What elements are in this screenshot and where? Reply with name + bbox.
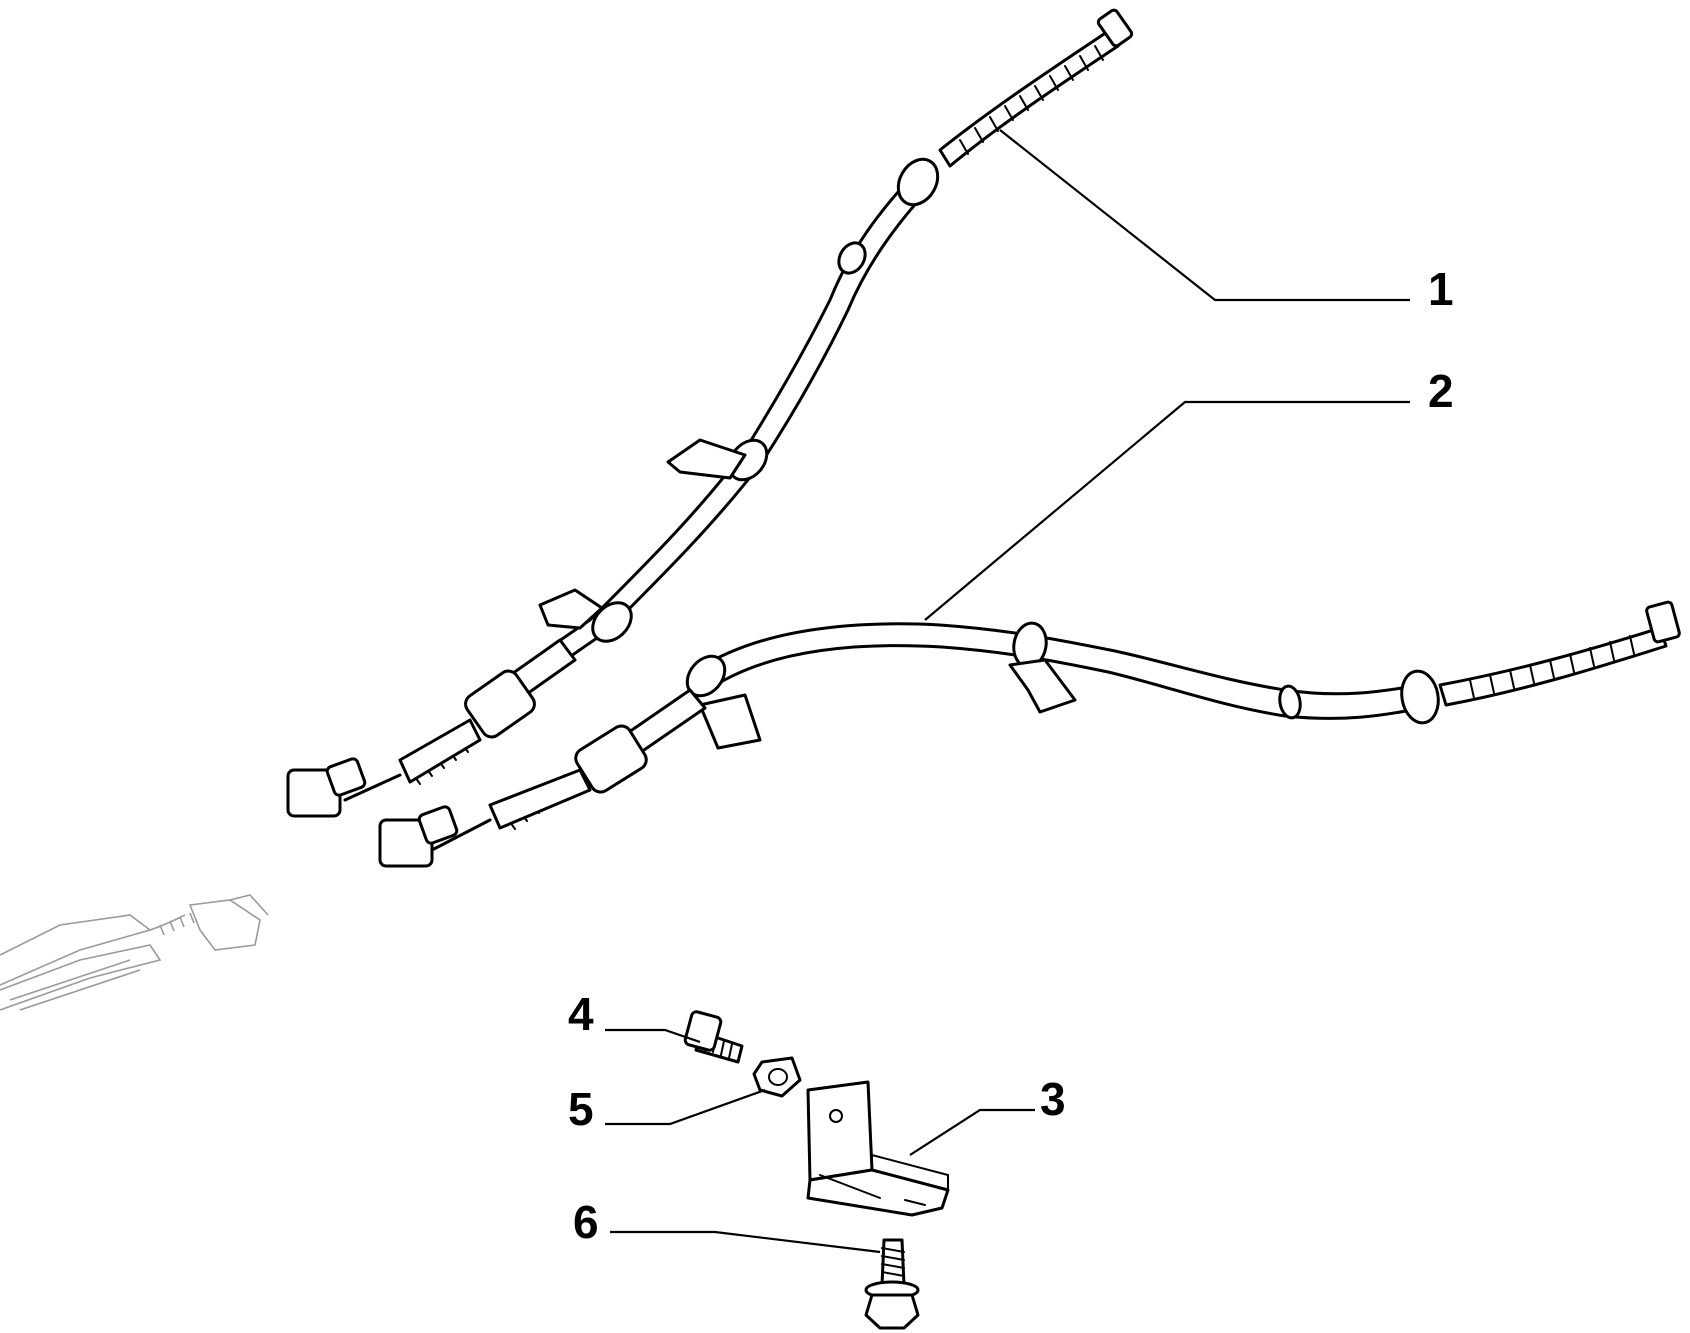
callout-1: 1: [1428, 263, 1454, 315]
cable-1-threaded-end: [938, 8, 1134, 168]
callout-6: 6: [573, 1196, 599, 1248]
cable-1: [286, 8, 1134, 818]
reference-lever-assembly: [0, 894, 269, 1011]
cable-2: [378, 600, 1681, 868]
cable-1-lower-end: [286, 638, 577, 818]
callout-2: 2: [1428, 365, 1454, 417]
screw-part-6: [864, 1238, 920, 1330]
bolt-part-4: [683, 1010, 744, 1064]
leader-lines: [605, 129, 1410, 1254]
nut-part-5: [752, 1056, 802, 1098]
cable-2-lower-end: [378, 688, 707, 868]
cable-2-threaded-end: [1438, 600, 1681, 707]
cable-1-clip-lower: [538, 588, 604, 630]
callout-3: 3: [1040, 1073, 1066, 1125]
bracket-part-3: [806, 1080, 950, 1217]
cable-2-clip-left: [698, 693, 762, 750]
cable-1-clip-upper: [666, 438, 747, 480]
callout-5: 5: [568, 1083, 594, 1135]
callout-4: 4: [568, 988, 594, 1040]
cable-2-clip-right: [1008, 658, 1077, 714]
